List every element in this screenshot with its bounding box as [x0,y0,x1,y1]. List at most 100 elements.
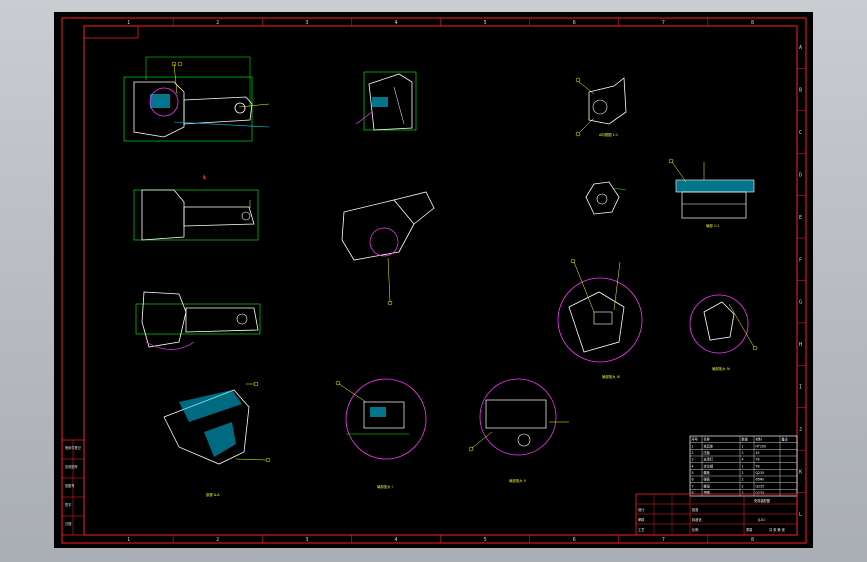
view-shaft-rail[interactable]: 局部 1:1 [668,158,755,228]
border-zones-bottom: 1 2 3 4 5 6 7 8 [127,535,754,543]
tb-field-1: 设计 [638,507,645,512]
parts-cell: 定位销 [704,463,714,468]
parts-cell: 3 [692,458,694,462]
zone-right-label: F [799,257,802,263]
zone-top-label: 2 [216,20,219,26]
zone-top-label: 8 [751,20,754,26]
parts-cell: 夹具体 [704,443,714,448]
outer-frame [61,17,807,544]
caption-detail-4: 局部放大 IV [712,366,731,371]
parts-cell: 2 [692,451,694,455]
parts-cell: 弹簧 [704,477,711,482]
detail-3[interactable]: 局部放大 III [557,258,643,379]
detail-2[interactable]: 局部放大 II [468,378,569,483]
parts-cell: 45 [756,451,760,455]
parts-cell: T8 [755,464,760,468]
tb-field-2: 审核 [638,517,645,522]
parts-cell: Q235 [756,471,765,475]
parts-header-cell: 名称 [704,437,711,442]
parts-cell: 2 [742,491,744,495]
parts-cell: 7 [692,484,694,488]
parts-cell: 1 [692,444,694,448]
parts-cell: 垫圈 [704,490,710,495]
zone-right-label: B [799,88,802,94]
tb-field-8: 共 张 第 张 [769,527,786,532]
stamp-label-1: 借用件登记 [65,445,82,450]
zone-bottom-label: 5 [484,537,487,543]
zone-bottom-label: 6 [573,537,576,543]
zone-right-label: G [799,300,802,306]
view-isometric[interactable] [341,191,435,306]
view-side[interactable] [133,189,259,241]
parts-cell: Q235 [756,491,765,495]
zone-top-label: 4 [394,20,397,26]
zone-top-label: 5 [484,20,487,26]
zone-right-label: D [799,172,802,178]
view-main-assembly[interactable] [123,56,270,142]
zone-bottom-label: 7 [662,537,665,543]
stamp-label-5: 日期 [65,521,71,526]
parts-header-cell: 数量 [742,437,749,442]
zone-right-label: A [799,45,802,51]
parts-cell: 65Mn [756,478,765,482]
zone-right-label: K [799,469,802,475]
parts-cell: 螺母 [704,483,710,488]
zone-top-label: 7 [662,20,665,26]
parts-cell: 2 [742,471,744,475]
zone-right-label: J [799,427,802,433]
tb-field-5: 标准化 [692,517,702,522]
zone-bottom-label: 1 [127,537,130,543]
parts-cell: 压板 [704,450,711,455]
tb-field-6: 比例 [692,527,698,532]
stamp-label-3: 底图号 [65,483,75,488]
parts-cell: 2 [742,478,744,482]
parts-header-cell: 备注 [782,437,789,442]
caption-mechanism-a: A向视图 1:1 [599,132,618,137]
parts-cell: Q235 [756,484,765,488]
parts-cell: 2 [742,484,744,488]
parts-cell: HT200 [756,444,766,448]
zone-bottom-label: 4 [394,537,397,543]
zone-bottom-label: 8 [751,537,754,543]
parts-cell: 4 [742,458,744,462]
title-block: 夹具装配图 JJ-01 设计 审核 工艺 批准 标准化 比例 重量 共 张 第 … [635,493,798,536]
view-mechanism-a[interactable]: A向视图 1:1 [575,77,627,137]
parts-cell: 4 [692,464,694,468]
zone-right-label: E [799,215,802,221]
title-block-title: 夹具装配图 [754,498,770,503]
parts-cell: 2 [742,451,744,455]
caption-detail-3: 局部放大 III [602,374,620,379]
zone-right-label: H [799,342,802,348]
border-zones-right: A B C D E F G H I J K L [797,45,806,518]
parts-cell: 支承钉 [704,457,714,462]
tb-field-4: 批准 [692,507,699,512]
parts-header-cell: 序号 [692,437,698,442]
zone-right-label: L [799,512,802,518]
detail-4[interactable]: 局部放大 IV [689,294,758,371]
parts-cell: 螺栓 [704,470,711,475]
left-stamp-table: 借用件登记 旧底图号 底图号 签字 日期 [61,439,85,536]
zone-bottom-label: 3 [305,537,308,543]
parts-cell: 5 [692,471,694,475]
title-block-drawing-no: JJ-01 [757,518,765,522]
zone-right-label: I [799,385,802,391]
detail-1[interactable]: 局部放大 I [335,378,427,489]
view-top-right-fixture[interactable] [355,71,417,131]
caption-shaft-rail: 局部 1:1 [706,223,719,228]
zone-right-label: C [799,130,802,136]
caption-section: 剖视 A-A [206,492,220,497]
stamp-label-2: 旧底图号 [65,464,78,469]
caption-detail-2: 局部放大 II [509,478,526,483]
caption-detail-1: 局部放大 I [377,484,393,489]
view-bottom[interactable] [135,291,261,350]
zone-top-label: 3 [305,20,308,26]
stamp-label-4: 签字 [65,502,71,507]
zone-bottom-label: 2 [216,537,219,543]
parts-cell: 1 [742,444,744,448]
view-mechanism-b[interactable] [585,181,627,215]
section-hatched[interactable]: 剖视 A-A [163,381,271,497]
